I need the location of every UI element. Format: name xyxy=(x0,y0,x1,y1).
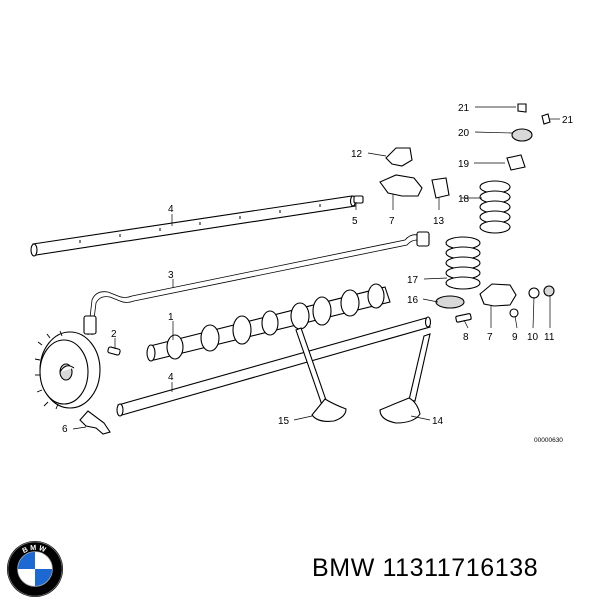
bmw-roundel-icon: BMW xyxy=(6,540,64,598)
callout-3: 3 xyxy=(168,270,174,281)
callout-8: 8 xyxy=(463,332,469,343)
adjusting-screw-lower xyxy=(455,313,472,323)
retaining-clip xyxy=(79,410,111,435)
valve-cap xyxy=(506,154,526,171)
oil-pipe xyxy=(83,231,430,336)
camshaft-sprocket xyxy=(34,330,101,410)
callout-12: 12 xyxy=(351,149,363,160)
callout-13: 13 xyxy=(433,216,445,227)
drawing-number: 00000630 xyxy=(534,437,563,444)
callout-1: 1 xyxy=(168,312,174,323)
eccentric xyxy=(509,308,519,318)
dowel-pin xyxy=(107,346,121,356)
valve-cotter-right xyxy=(541,113,551,125)
callout-9: 9 xyxy=(512,332,518,343)
valve-cotter-left xyxy=(517,103,527,113)
rocker-arm-upper xyxy=(379,174,423,197)
callout-11: 11 xyxy=(544,332,555,343)
callout-7-lower: 7 xyxy=(487,332,493,343)
callout-17: 17 xyxy=(407,275,419,286)
valve-spring-upper xyxy=(479,180,511,234)
rocker-shaft-lower xyxy=(116,316,432,417)
callout-15: 15 xyxy=(278,416,290,427)
callout-18: 18 xyxy=(458,194,470,205)
nut xyxy=(543,285,555,297)
leader-lines xyxy=(72,106,560,430)
callout-7-upper: 7 xyxy=(389,216,395,227)
svg-text:BMW: BMW xyxy=(21,543,49,555)
washer xyxy=(528,287,540,299)
spring-seat xyxy=(435,295,465,309)
callout-16: 16 xyxy=(407,295,419,306)
exhaust-valve xyxy=(295,327,347,422)
callout-6: 6 xyxy=(62,424,68,435)
camshaft xyxy=(146,283,391,362)
rocker-shaft-upper xyxy=(30,195,357,257)
valve-spring-lower xyxy=(445,236,481,290)
intake-valve xyxy=(379,333,431,424)
thrust-plate xyxy=(431,177,450,199)
callout-4-upper: 4 xyxy=(168,204,174,215)
spring-retainer xyxy=(511,128,533,142)
callout-4-lower: 4 xyxy=(168,372,174,383)
rocker-arm-lower xyxy=(479,283,517,307)
callout-20: 20 xyxy=(458,128,470,139)
callout-2: 2 xyxy=(111,329,117,340)
callout-21-right: 21 xyxy=(562,115,574,126)
rocker-bracket xyxy=(385,147,413,167)
part-number-caption: BMW 11311716138 xyxy=(312,554,539,582)
callout-10: 10 xyxy=(527,332,539,343)
adjusting-screw-upper xyxy=(353,195,364,204)
callout-14: 14 xyxy=(432,416,444,427)
callout-21-left: 21 xyxy=(458,103,470,114)
callout-5: 5 xyxy=(352,216,358,227)
callout-19: 19 xyxy=(458,159,470,170)
